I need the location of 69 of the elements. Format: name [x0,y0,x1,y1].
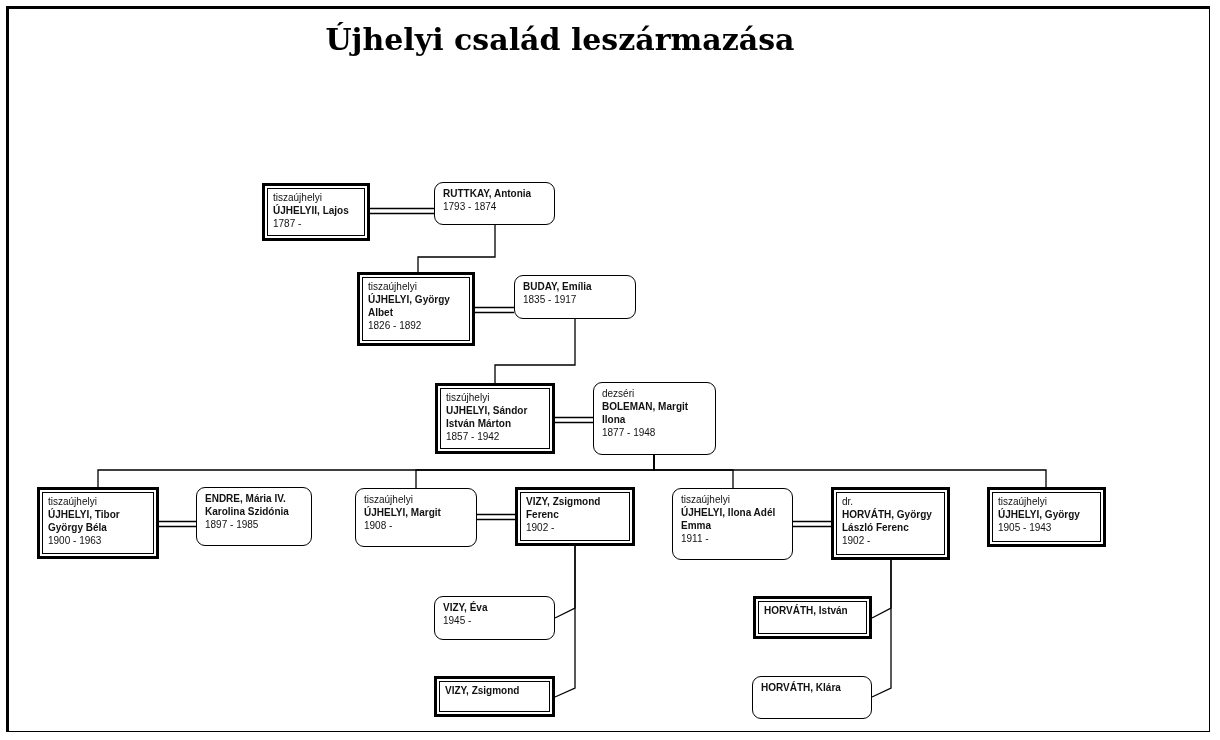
descent-line [417,224,496,273]
person-text: tiszújhelyi [446,391,491,404]
person-name: ÚJHELYI, Tibor György Béla [48,508,121,534]
person-text: 1877 - 1948 [602,426,657,439]
person-name: ÚJHELYI, Ilona Adél Emma [681,506,777,532]
person-text: 1905 - 1943 [998,521,1053,534]
person-box-double-border [357,272,475,346]
person-text: 1835 - 1917 [523,293,578,306]
person-text: 1911 - [681,532,710,545]
person-text: dezséri [602,387,636,400]
person-text: 1900 - 1963 [48,534,103,547]
person-text: 1902 - [526,521,556,534]
person-text: tiszaújhelyi [681,493,731,506]
marriage-double-line [474,306,515,314]
descent-line [871,559,892,698]
person-text: 1793 - 1874 [443,200,498,213]
person-box-double-border [434,676,555,717]
marriage-double-line [792,520,832,528]
person-name: HORVÁTH, Klára [761,681,842,694]
person-text: tiszaújhelyi [273,191,323,204]
person-text: 1897 - 1985 [205,518,260,531]
person-box-double-border [753,596,872,639]
person-text: 1826 - 1892 [368,319,423,332]
person-text: tiszaújhelyi [368,280,418,293]
person-box-rounded [355,488,477,547]
person-box-rounded [196,487,312,546]
person-name: ENDRE, Mária IV. Karolina Szidónia [205,492,290,518]
person-name: ÚJHELYII, Lajos [273,204,350,217]
person-name: ÚJHELYI, György [998,508,1081,521]
person-box-double-border [515,487,635,546]
person-text: tiszaújhelyi [998,495,1048,508]
person-text: 1857 - 1942 [446,430,501,443]
person-name: VIZY, Zsigmond Ferenc [526,495,602,521]
person-box-double-border [37,487,159,559]
descent-line [494,318,576,384]
person-name: VIZY, Zsigmond [445,684,521,697]
person-box-rounded [593,382,716,455]
person-box-rounded [434,596,555,640]
person-name: HORVÁTH, István [764,604,849,617]
person-text: 1787 - [273,217,303,230]
person-text: 1902 - [842,534,872,547]
person-box-double-border [262,183,370,241]
marriage-double-line [369,207,435,215]
marriage-double-line [476,513,516,521]
person-name: VIZY, Éva [443,601,489,614]
person-text: tiszaújhelyi [364,493,414,506]
person-name: BOLEMAN, Margit Ilona [602,400,690,426]
descent-line [653,454,1047,488]
person-name: ÚJHELYI, György Albet [368,293,451,319]
person-name: HORVÁTH, György László Ferenc [842,508,933,534]
title: Újhelyi család leszármazása [324,22,796,57]
person-name: ÚJHELYI, Margit [364,506,442,519]
person-box-double-border [435,383,555,454]
person-text: 1945 - [443,614,473,627]
person-name: UJHELYI, Sándor István Márton [446,404,529,430]
person-box-double-border [831,487,950,560]
person-text: tiszaújhelyi [48,495,98,508]
person-box-double-border [987,487,1106,547]
person-box-rounded [752,676,872,719]
marriage-double-line [554,416,594,424]
person-text: 1908 - [364,519,394,532]
descent-line [554,545,576,698]
person-box-rounded [672,488,793,560]
person-text: dr. [842,495,855,508]
marriage-double-line [158,520,197,528]
person-box-rounded [434,182,555,225]
person-name: RUTTKAY, Antonia [443,187,533,200]
person-box-rounded [514,275,636,319]
person-name: BUDAY, Emília [523,280,593,293]
